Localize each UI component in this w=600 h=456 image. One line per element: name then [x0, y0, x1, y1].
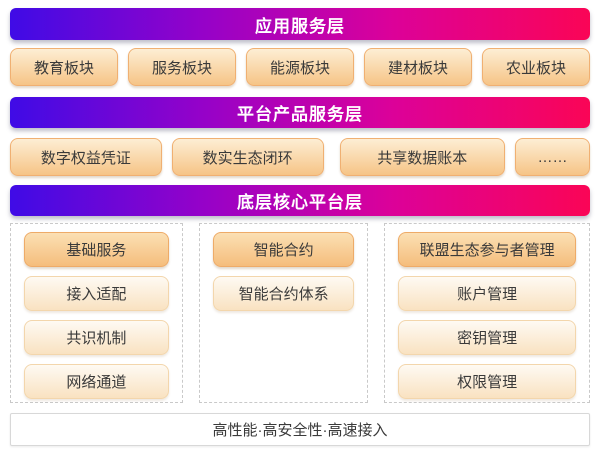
key-management-box: 密钥管理 — [398, 320, 576, 355]
core-platform-columns: 基础服务 接入适配 共识机制 网络通道 智能合约 智能合约体系 联盟生态参与者管… — [10, 223, 590, 403]
digital-rights-certificate-box: 数字权益凭证 — [10, 138, 162, 176]
application-modules-row: 教育板块 服务板块 能源板块 建材板块 农业板块 — [10, 48, 590, 86]
agriculture-module-box: 农业板块 — [482, 48, 590, 86]
education-module-box: 教育板块 — [10, 48, 118, 86]
basic-services-box: 基础服务 — [24, 232, 169, 267]
shared-data-ledger-box: 共享数据账本 — [339, 138, 506, 176]
service-module-box: 服务板块 — [128, 48, 236, 86]
account-management-box: 账户管理 — [398, 276, 576, 311]
permission-management-box: 权限管理 — [398, 364, 576, 399]
core-platform-layer-banner: 底层核心平台层 — [10, 185, 590, 216]
energy-module-box: 能源板块 — [246, 48, 354, 86]
smart-contract-system-box: 智能合约体系 — [212, 276, 355, 311]
smart-contract-box: 智能合约 — [212, 232, 355, 267]
alliance-participant-management-box: 联盟生态参与者管理 — [398, 232, 576, 267]
ellipsis-box: …… — [515, 138, 590, 176]
platform-products-row: 数字权益凭证 数实生态闭环 共享数据账本 …… — [10, 138, 590, 176]
consensus-mechanism-box: 共识机制 — [24, 320, 169, 355]
platform-product-layer-banner: 平台产品服务层 — [10, 97, 590, 128]
smart-contract-column: 智能合约 智能合约体系 — [198, 223, 369, 403]
alliance-participant-management-column: 联盟生态参与者管理 账户管理 密钥管理 权限管理 — [384, 223, 590, 403]
access-adaptation-box: 接入适配 — [24, 276, 169, 311]
basic-services-column: 基础服务 接入适配 共识机制 网络通道 — [10, 223, 183, 403]
application-service-layer-banner: 应用服务层 — [10, 8, 590, 40]
network-channel-box: 网络通道 — [24, 364, 169, 399]
performance-footer: 高性能·高安全性·高速接入 — [10, 413, 590, 446]
digital-real-ecosystem-box: 数实生态闭环 — [171, 138, 324, 176]
building-materials-module-box: 建材板块 — [364, 48, 472, 86]
